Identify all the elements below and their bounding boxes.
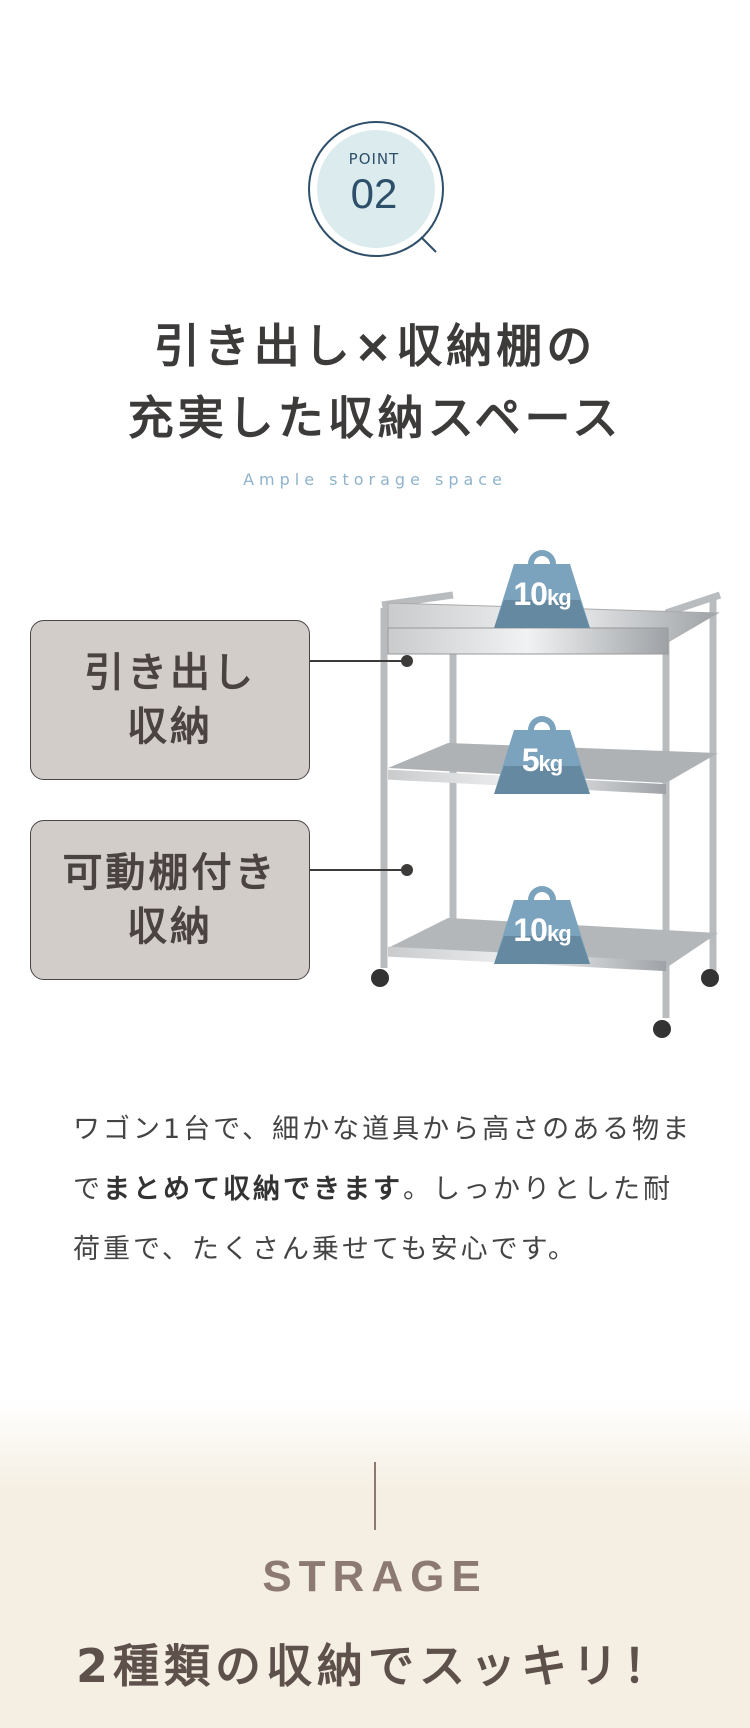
weight-icon — [494, 550, 590, 628]
section-heading: 2種類の収納でスッキリ！ — [75, 1639, 674, 1693]
callout-dot — [401, 655, 413, 667]
page-subtitle: Ample storage space — [243, 470, 507, 489]
callout-text: 可動棚付き — [62, 850, 278, 896]
weight-badge-middle: 5kg — [490, 708, 594, 794]
callout-text: 収納 — [127, 704, 213, 750]
divider-line — [374, 1462, 376, 1530]
kitchen-wagon-image — [371, 591, 722, 1038]
section-footer-bg — [0, 1400, 750, 1728]
page-title-line2: 充実した収納スペース — [127, 391, 623, 445]
badge-number: 02 — [350, 170, 398, 217]
callout-connector-line — [310, 660, 407, 662]
callout-text: 収納 — [127, 904, 213, 950]
page-title-line1: 引き出し×収納棚の — [153, 319, 597, 373]
weight-badge-top: 10kg — [490, 542, 594, 628]
callout-shelf-storage: 可動棚付き 収納 — [30, 820, 310, 980]
weight-icon — [494, 886, 590, 964]
callout-connector-line — [310, 869, 407, 871]
section-eyebrow: STRAGE — [262, 1552, 488, 1601]
badge-label: POINT — [348, 150, 400, 168]
callout-drawer-storage: 引き出し 収納 — [30, 620, 310, 780]
magnifier-badge-icon — [308, 121, 444, 257]
callout-text: 引き出し — [84, 650, 256, 696]
description-text: ワゴン1台で、細かな道具から高さのある物までまとめて収納できます。しっかりとした… — [73, 1114, 693, 1265]
weight-icon — [494, 716, 590, 794]
callout-dot — [401, 864, 413, 876]
weight-badge-bottom: 10kg — [490, 878, 594, 964]
